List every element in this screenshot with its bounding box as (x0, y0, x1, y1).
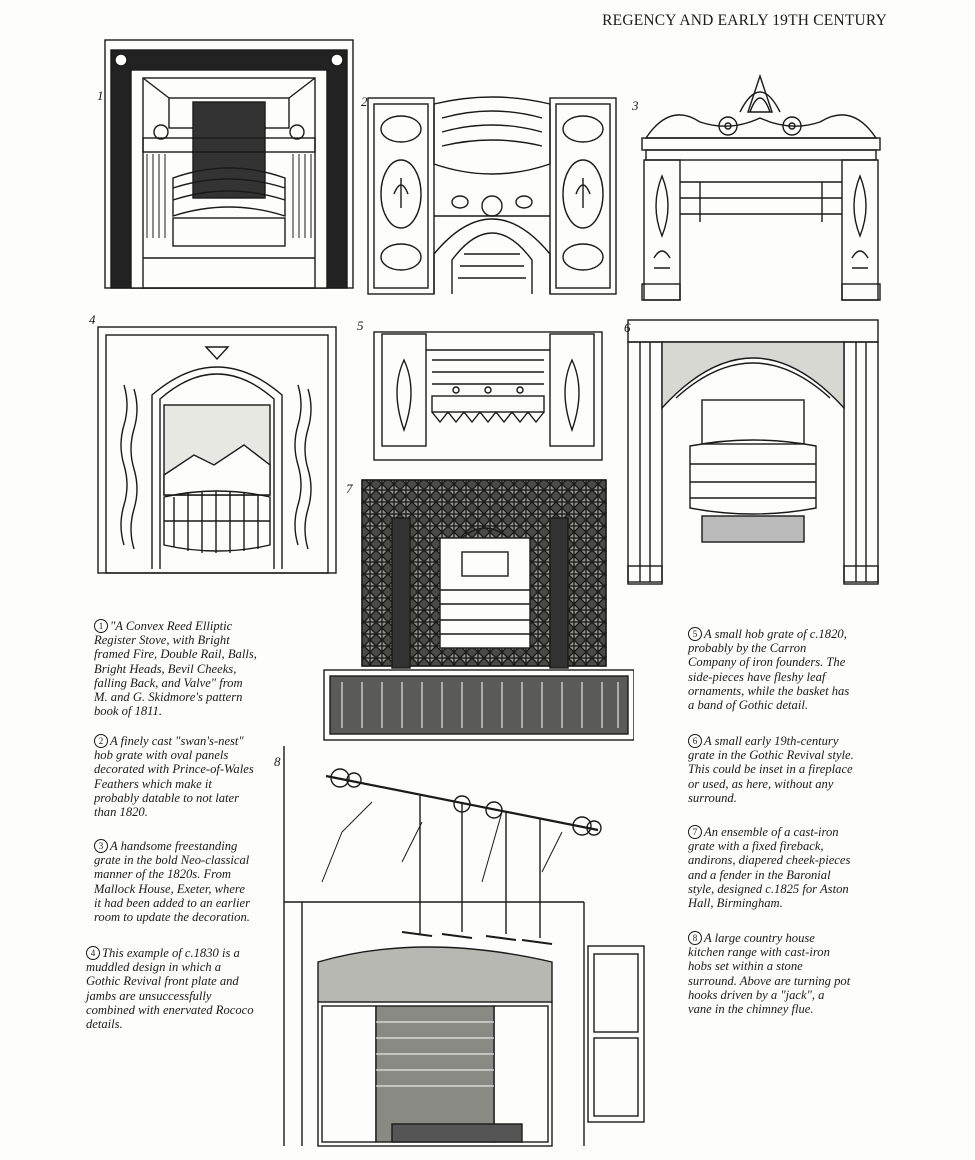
caption-1: 1"A Convex Reed Elliptic Register Stove,… (94, 619, 257, 718)
figure-number-7: 7 (346, 481, 353, 496)
caption-number-2: 2 (94, 734, 108, 748)
caption-text-7: An ensemble of a cast-iron grate with a … (688, 825, 851, 911)
caption-number-7: 7 (688, 825, 702, 839)
caption-text-6: A small early 19th-century grate in the … (688, 734, 854, 805)
figure-number-8: 8 (274, 754, 281, 769)
figure-6-gothic-revival-grate (626, 318, 880, 588)
caption-text-2: A finely cast "swan's-nest" hob grate wi… (94, 734, 254, 820)
caption-number-5: 5 (688, 627, 702, 641)
figure-5-carron-hob-grate (372, 330, 604, 462)
caption-text-5: A small hob grate of c.1820, probably by… (688, 627, 850, 713)
caption-text-1: "A Convex Reed Elliptic Register Stove, … (94, 619, 257, 719)
caption-text-4: This example of c.1830 is a muddled desi… (86, 946, 254, 1032)
caption-text-3: A handsome freestanding grate in the bol… (94, 839, 250, 925)
figure-number-2: 2 (361, 94, 368, 109)
figure-2-swans-nest-grate (366, 94, 620, 296)
caption-number-3: 3 (94, 839, 108, 853)
caption-number-6: 6 (688, 734, 702, 748)
figure-1-register-stove (103, 38, 355, 290)
caption-number-1: 1 (94, 619, 108, 633)
figure-number-6: 6 (624, 320, 631, 335)
figure-7-baronial-grate (322, 478, 634, 744)
figure-number-4: 4 (89, 312, 96, 327)
caption-number-4: 4 (86, 946, 100, 960)
figure-number-1: 1 (97, 88, 104, 103)
page-header: REGENCY AND EARLY 19TH CENTURY (602, 12, 887, 29)
figure-number-3: 3 (632, 98, 639, 113)
caption-number-8: 8 (688, 931, 702, 945)
caption-text-8: A large country house kitchen range with… (688, 931, 851, 1017)
figure-8-kitchen-range (282, 742, 648, 1152)
figure-number-5: 5 (357, 318, 364, 333)
figure-4-gothic-rococo-grate (94, 325, 340, 575)
figure-3-neoclassical-grate (640, 72, 882, 304)
